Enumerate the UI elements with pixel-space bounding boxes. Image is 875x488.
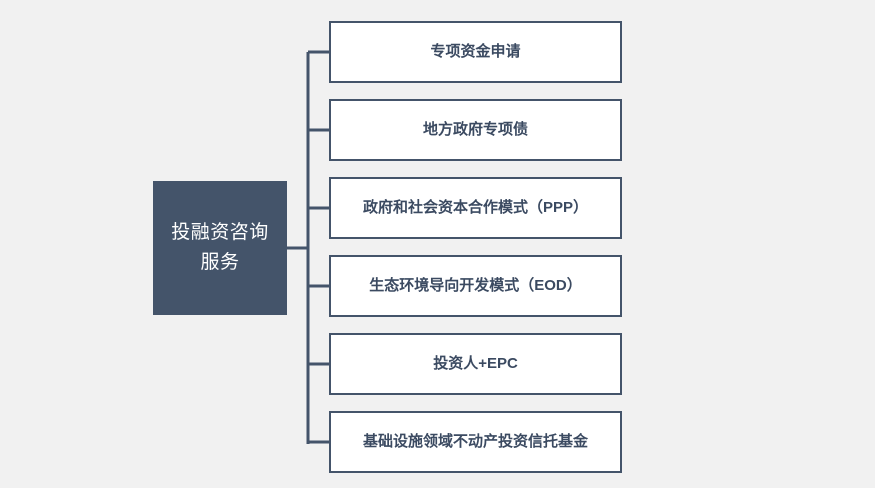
branch-node-5[interactable]: 投资人+EPC [329, 333, 622, 395]
branch-node-label: 投资人+EPC [433, 355, 518, 372]
branch-node-1[interactable]: 专项资金申请 [329, 21, 622, 83]
branch-node-label: 政府和社会资本合作模式（PPP） [362, 199, 589, 216]
branch-node-label: 生态环境导向开发模式（EOD） [369, 277, 582, 294]
branch-node-label: 基础设施领域不动产投资信托基金 [362, 433, 588, 450]
branch-node-2[interactable]: 地方政府专项债 [329, 99, 622, 161]
branch-node-3[interactable]: 政府和社会资本合作模式（PPP） [329, 177, 622, 239]
root-node[interactable]: 投融资咨询服务 [153, 181, 287, 315]
branch-node-4[interactable]: 生态环境导向开发模式（EOD） [329, 255, 622, 317]
branch-node-label: 专项资金申请 [430, 43, 521, 60]
root-node-label: 投融资咨询服务 [171, 222, 269, 273]
branch-node-label: 地方政府专项债 [422, 121, 528, 138]
branch-node-6[interactable]: 基础设施领域不动产投资信托基金 [329, 411, 622, 473]
